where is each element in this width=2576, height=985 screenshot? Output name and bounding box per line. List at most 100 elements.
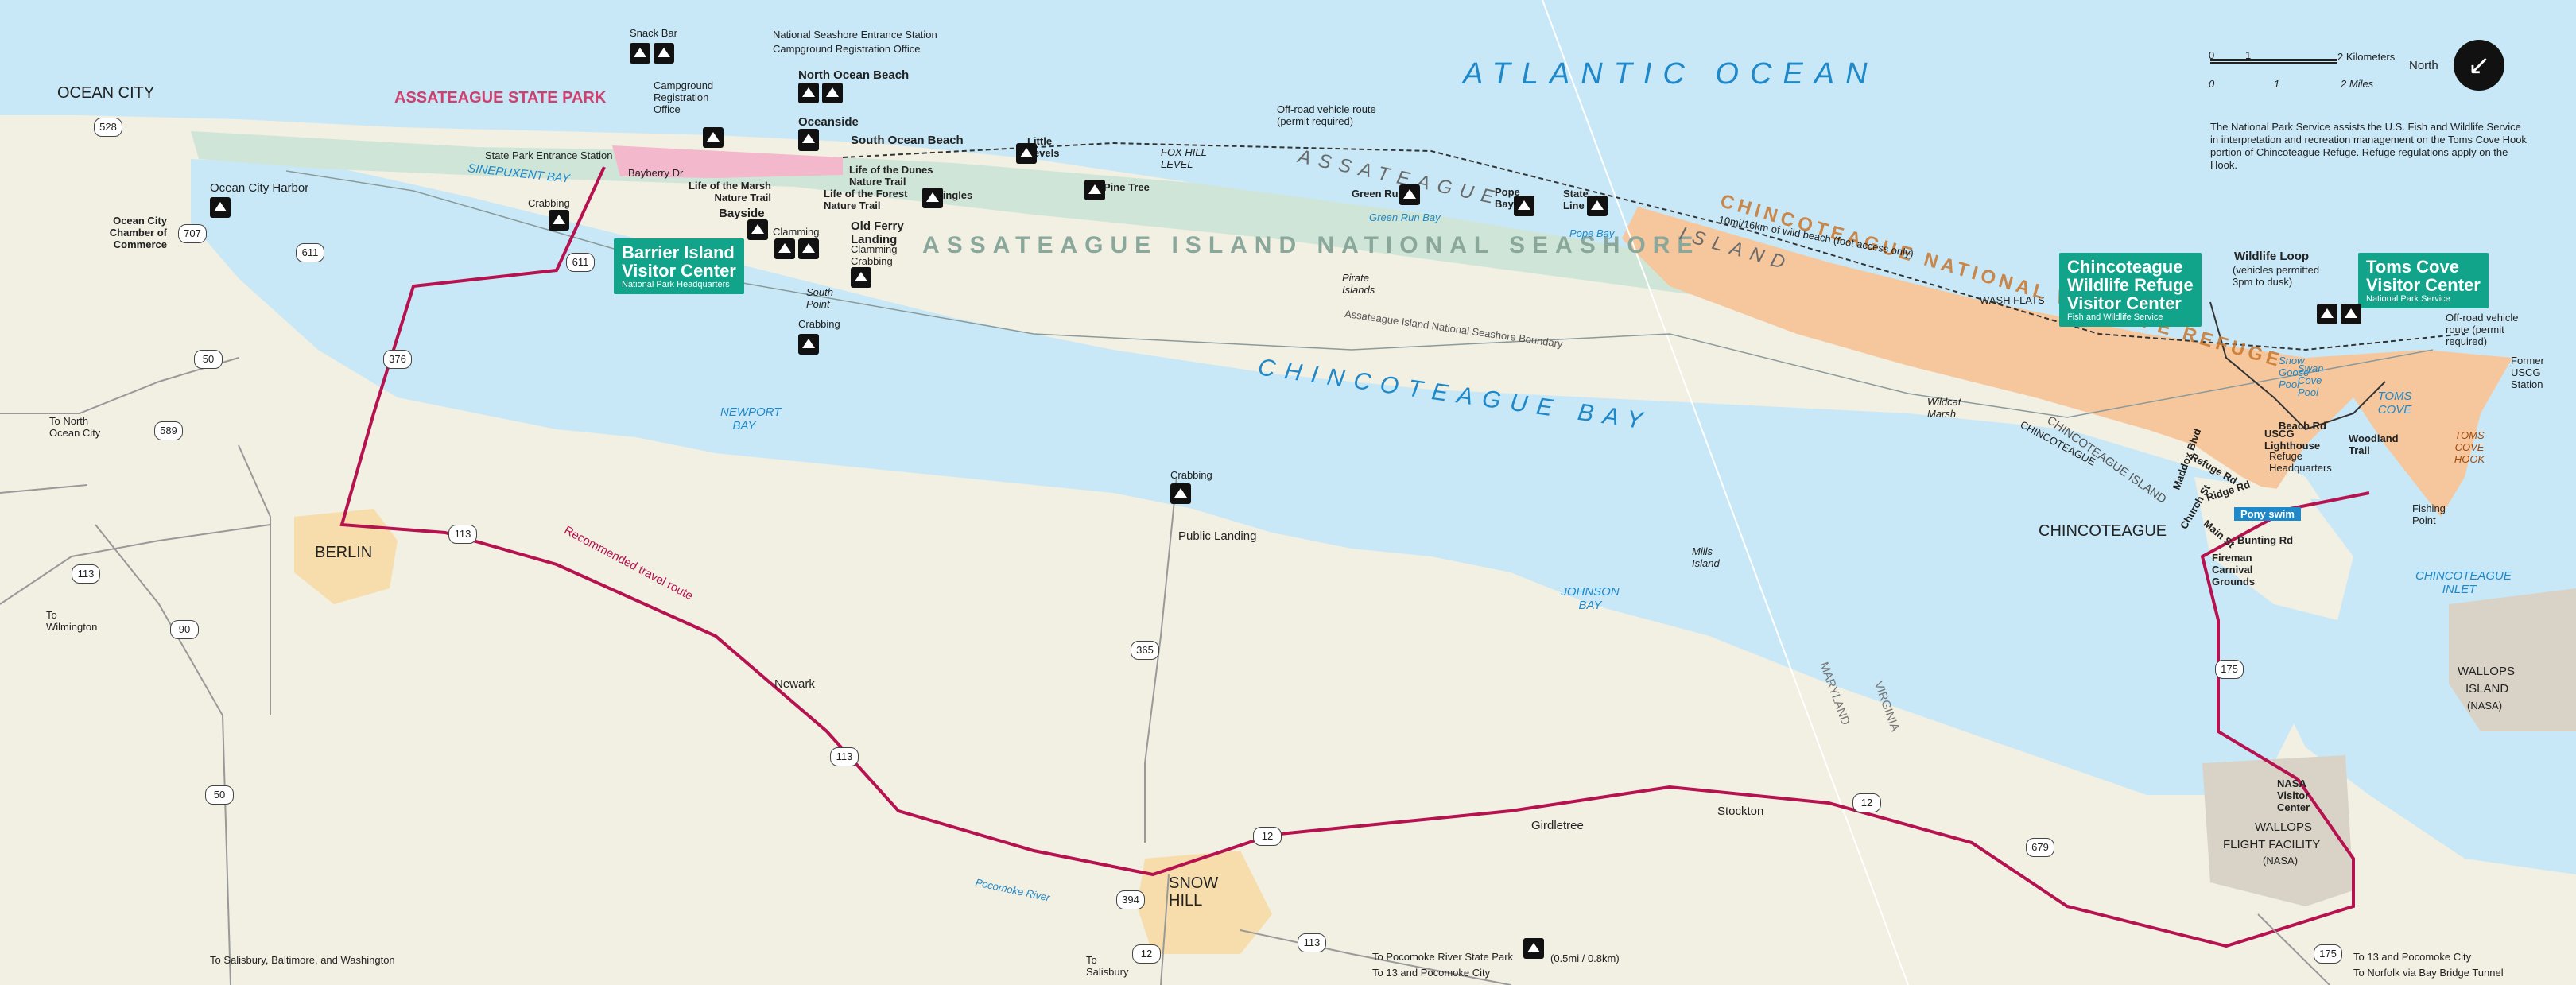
route-main <box>339 166 2370 948</box>
campground-icon <box>747 219 768 240</box>
scale-bar <box>2210 51 2345 83</box>
to-salisbury-bw: To Salisbury, Baltimore, and Washington <box>210 954 395 966</box>
route-shield: 12 <box>1852 793 1881 812</box>
newark: Newark <box>774 677 815 691</box>
berlin-town-label: BERLIN <box>315 544 373 561</box>
wallops-land <box>2449 588 2576 731</box>
life-of-forest: Life of the Forest Nature Trail <box>824 188 908 211</box>
chincoteague-bay <box>191 159 2385 795</box>
route-shield: 12 <box>1253 827 1282 846</box>
south-point: South Point <box>806 286 833 310</box>
campground-icon <box>1016 143 1037 164</box>
route-shield: 113 <box>72 564 100 584</box>
pocomoke-distance: (0.5mi / 0.8km) <box>1550 952 1620 964</box>
oceanside: Oceanside <box>798 115 859 129</box>
nasa-visitor-center: NASA Visitor Center <box>2277 778 2310 813</box>
mills-island: Mills Island <box>1692 545 1720 569</box>
toms-cove: TOMS COVE <box>2377 390 2412 417</box>
campground-icon <box>1514 196 1534 216</box>
fox-hill-level: FOX HILL LEVEL <box>1161 146 1207 170</box>
state-line-label: State Line <box>1563 188 1589 211</box>
wildcat-marsh: Wildcat Marsh <box>1927 396 1961 420</box>
public-landing: Public Landing <box>1178 529 1257 543</box>
toms-vc-sub: National Park Service <box>2366 294 2450 304</box>
scale-tick-1: 0 <box>2209 49 2215 61</box>
entrance-station: National Seashore Entrance Station <box>773 29 937 41</box>
barrier-island-visitor-center: Barrier Island Visitor Center National P… <box>614 238 744 294</box>
crabbing-icon <box>851 267 871 288</box>
state-park-land <box>612 145 843 178</box>
route-shield: 175 <box>2215 660 2244 679</box>
chincoteague-town: CHINCOTEAGUE <box>2039 522 2167 540</box>
uscg-lighthouse: USCG Lighthouse <box>2264 428 2321 452</box>
refuge-vc-sub: Fish and Wildlife Service <box>2067 312 2163 322</box>
bayberry-dr: Bayberry Dr <box>628 167 684 179</box>
pine-tree: Pine Tree <box>1104 181 1150 193</box>
to-norfolk: To Norfolk via Bay Bridge Tunnel <box>2353 967 2504 979</box>
crabbing-icon <box>798 334 819 355</box>
woodland-trail: Woodland Trail <box>2349 432 2399 456</box>
toms-cove-visitor-center: Toms Cove Visitor Center National Park S… <box>2358 253 2489 308</box>
scale-km: 2 Kilometers <box>2337 51 2396 63</box>
scale-mi: 2 Miles <box>2341 78 2374 90</box>
to-salisbury: To Salisbury <box>1086 954 1129 978</box>
old-ferry-landing: Old Ferry Landing <box>851 219 904 246</box>
route-shield: 113 <box>1298 933 1326 952</box>
refuge-vc-title-3: Visitor Center <box>2067 293 2182 313</box>
swan-cove-pool: Swan Cove Pool <box>2298 363 2324 398</box>
snow-goose-pool: Snow Goose Pool <box>2279 355 2310 390</box>
campground-icon <box>922 188 943 208</box>
route-shield: 50 <box>205 785 234 805</box>
fishing-point: Fishing Point <box>2412 502 2446 526</box>
route-shield: 611 <box>296 243 324 262</box>
crabbing-2: Crabbing <box>798 318 840 330</box>
crabbing-icon <box>549 210 569 231</box>
wallops-island-3: (NASA) <box>2467 700 2503 712</box>
pirate-islands: Pirate Islands <box>1342 272 1375 296</box>
berlin-town <box>294 509 398 604</box>
johnson-bay: JOHNSON BAY <box>1561 585 1620 612</box>
pony-swim-badge: Pony swim <box>2234 507 2301 521</box>
snow-hill-2: HILL <box>1169 892 1203 909</box>
route-shield: 365 <box>1131 641 1159 660</box>
campground-icon <box>703 127 724 148</box>
route-shield: 394 <box>1116 890 1145 909</box>
to-13-pocomoke: To 13 and Pocomoke City <box>1372 967 1491 979</box>
refuge-vc-title-2: Wildlife Refuge <box>2067 275 2194 295</box>
to-north-oc: To North Ocean City <box>49 415 101 439</box>
swimming-icon <box>630 43 650 64</box>
route-shield: 90 <box>170 620 199 639</box>
fireman-carnival: Fireman Carnival Grounds <box>2212 552 2256 588</box>
snack-bar: Snack Bar <box>630 27 677 39</box>
route-shield: 50 <box>194 350 223 369</box>
refuge-hq: Refuge Headquarters <box>2269 450 2332 474</box>
route-shield: 589 <box>154 421 183 440</box>
oc-chamber: Ocean City Chamber of Commerce <box>109 215 167 250</box>
route-shield: 707 <box>178 224 207 243</box>
route-shield: 611 <box>566 253 595 272</box>
north-arrow-icon: ↙ <box>2454 40 2504 91</box>
south-ocean-beach: South Ocean Beach <box>851 134 964 147</box>
offroad-route-2: Off-road vehicle route (permit required) <box>2446 312 2519 347</box>
boat-icon <box>210 197 231 218</box>
campground-icon <box>1587 196 1608 216</box>
toms-vc-title-1: Toms Cove <box>2366 257 2459 277</box>
route-shield: 113 <box>448 525 477 544</box>
stockton: Stockton <box>1717 805 1764 818</box>
refuge-note: The National Park Service assists the U.… <box>2210 121 2527 171</box>
seashore-name: ASSATEAGUE ISLAND NATIONAL SEASHORE <box>922 232 1701 258</box>
snowhill-town <box>1137 851 1272 954</box>
refuge-vc-title-1: Chincoteague <box>2067 257 2183 277</box>
swimming-icon <box>798 83 819 103</box>
wallops-island-1: WALLOPS <box>2458 665 2515 678</box>
pope-bay-water: Pope Bay <box>1569 227 1615 239</box>
refuge-boundary <box>2209 301 2386 431</box>
life-of-marsh: Life of the Marsh Nature Trail <box>688 180 771 204</box>
to-13-pocomoke-2: To 13 and Pocomoke City <box>2353 951 2472 963</box>
route-shield: 679 <box>2026 838 2054 857</box>
barrier-vc-title-2: Visitor Center <box>622 261 736 281</box>
campground-reg: Campground Registration Office <box>654 79 714 115</box>
picnic-icon <box>2341 304 2361 324</box>
picnic-icon <box>822 83 843 103</box>
barrier-vc-sub: National Park Headquarters <box>622 280 730 289</box>
